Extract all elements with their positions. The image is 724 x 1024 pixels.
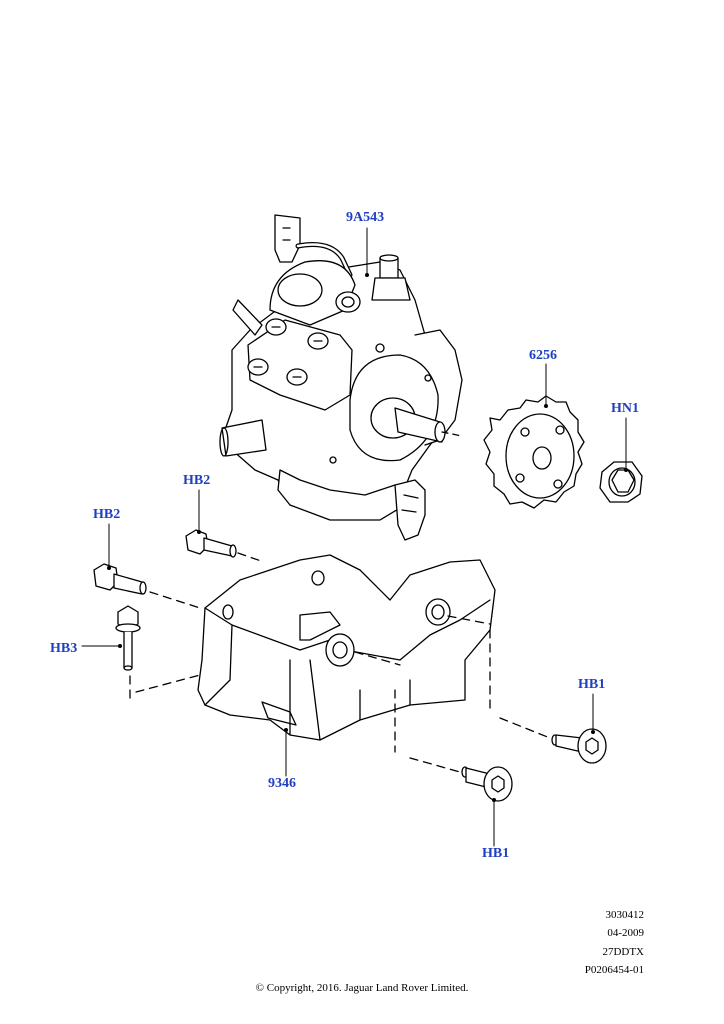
nut-illustration [599, 461, 643, 503]
bolt-hb1-right-illustration [551, 728, 607, 764]
reference-date: 04-2009 [607, 927, 644, 939]
copyright-notice: © Copyright, 2016. Jaguar Land Rover Lim… [255, 982, 469, 994]
callout-sprocket: 6256 [529, 348, 557, 363]
callout-bolt-hb2-upper: HB2 [183, 473, 211, 488]
bolt-hb2-lower-illustration [93, 563, 201, 609]
bolt-hb1-lower-illustration [461, 766, 513, 802]
reference-model-code: 27DDTX [602, 946, 644, 958]
bolt-hb2-upper-illustration [185, 529, 265, 563]
fuel-pump-illustration [219, 214, 463, 541]
leader-lines [81, 227, 627, 847]
callout-bolt-hb1-right: HB1 [578, 677, 606, 692]
callout-nut: HN1 [611, 401, 639, 416]
callout-pump: 9A543 [346, 210, 385, 225]
leader-dots [107, 273, 628, 802]
callout-bolt-hb1-lower: HB1 [482, 846, 510, 861]
bracket-illustration [197, 554, 551, 773]
callout-bolt-hb3: HB3 [50, 641, 78, 656]
bolt-hb3-illustration [115, 605, 201, 701]
reference-illustration-id: P0206454-01 [584, 964, 644, 976]
callout-bracket: 9346 [268, 776, 296, 791]
callout-bolt-hb2-lower: HB2 [93, 507, 121, 522]
reference-number: 3030412 [605, 909, 645, 921]
sprocket-illustration [483, 395, 585, 509]
